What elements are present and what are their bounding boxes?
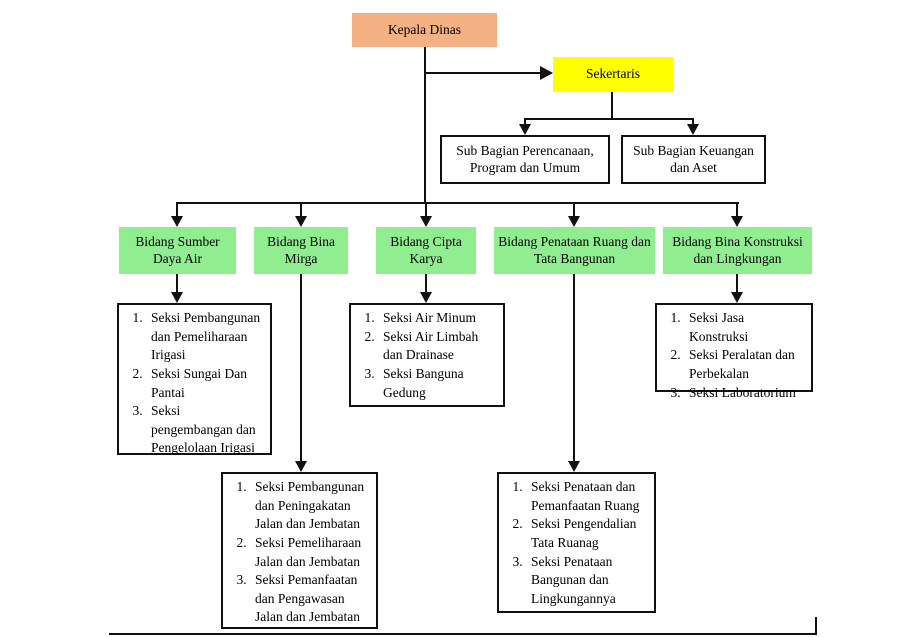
arrowhead-seksi-bk-icon (731, 292, 743, 303)
list-item: Seksi Peralatan dan Perbekalan (684, 346, 805, 383)
connector-seksi-pr (573, 274, 575, 461)
connector-seksi-bm (300, 274, 302, 461)
arrowhead-seksi-pr-icon (568, 461, 580, 472)
list-item: Seksi Pembangunan dan Pemeliharaan Iriga… (146, 309, 264, 365)
bottom-border-tick (815, 617, 817, 634)
arrowhead-seksi-sda-icon (171, 292, 183, 303)
listbox-seksi-penataan-ruang: Seksi Penataan dan Pemanfaatan Ruang Sek… (497, 472, 656, 613)
connector-seksi-sda (176, 274, 178, 293)
connector-sub2-stub (692, 118, 694, 126)
listbox-seksi-bina-mirga: Seksi Pembangunan dan Peningakatan Jalan… (221, 472, 378, 629)
connector-bidang1-stub (176, 202, 178, 217)
node-sekertaris: Sekertaris (553, 57, 673, 92)
listbox-seksi-sumber-daya-air: Seksi Pembangunan dan Pemeliharaan Iriga… (117, 303, 272, 455)
list-item: Seksi Sungai Dan Pantai (146, 365, 264, 402)
connector-to-sekertaris (424, 72, 542, 74)
connector-bidang-horizontal (176, 202, 739, 204)
connector-bidang2-stub (300, 202, 302, 217)
listbox-seksi-bina-konstruksi: Seksi Jasa Konstruksi Seksi Peralatan da… (655, 303, 813, 400)
node-bidang-bina-konstruksi: Bidang Bina Konstruksi dan Lingkungan (663, 227, 812, 274)
node-sub-bagian-keuangan: Sub Bagian Keuangan dan Aset (621, 135, 766, 184)
bottom-border-line (109, 633, 817, 635)
arrowhead-bidang3-icon (420, 216, 432, 227)
arrowhead-bidang2-icon (295, 216, 307, 227)
list-item: Seksi Banguna Gedung (378, 365, 497, 402)
list-item: Seksi Air Limbah dan Drainase (378, 328, 497, 365)
connector-sekertaris-down (611, 92, 613, 119)
list-item: Seksi Penataan Bangunan dan Lingkunganny… (526, 553, 648, 609)
connector-seksi-bk (736, 274, 738, 293)
connector-sub1-stub (524, 118, 526, 126)
arrowhead-seksi-bm-icon (295, 461, 307, 472)
connector-bidang5-stub (736, 202, 738, 217)
connector-bidang4-stub (573, 202, 575, 217)
connector-seksi-ck (425, 274, 427, 293)
arrowhead-sub2-icon (687, 124, 699, 135)
arrowhead-sub1-icon (519, 124, 531, 135)
list-item: Seksi Jasa Konstruksi (684, 309, 805, 346)
arrowhead-sekertaris-icon (540, 66, 553, 80)
arrowhead-bidang4-icon (568, 216, 580, 227)
list-item: Seksi Air Minum (378, 309, 497, 328)
list-item: Seksi Pemeliharaan Jalan dan Jembatan (250, 534, 370, 571)
list-item: Seksi Penataan dan Pemanfaatan Ruang (526, 478, 648, 515)
arrowhead-bidang1-icon (171, 216, 183, 227)
node-bidang-cipta-karya: Bidang Cipta Karya (376, 227, 476, 274)
list-item: Seksi Pembangunan dan Peningakatan Jalan… (250, 478, 370, 534)
list-item: Seksi pengembangan dan Pengelolaan Iriga… (146, 402, 264, 458)
listbox-seksi-cipta-karya: Seksi Air Minum Seksi Air Limbah dan Dra… (349, 303, 505, 407)
node-bidang-bina-mirga: Bidang Bina Mirga (254, 227, 348, 274)
node-sub-bagian-perencanaan: Sub Bagian Perencanaan, Program dan Umum (440, 135, 610, 184)
arrowhead-bidang5-icon (731, 216, 743, 227)
node-kepala-dinas: Kepala Dinas (352, 13, 497, 47)
node-bidang-sumber-daya-air: Bidang Sumber Daya Air (119, 227, 236, 274)
connector-subbagian-horizontal (524, 118, 694, 120)
connector-bidang3-stub (425, 202, 427, 217)
arrowhead-seksi-ck-icon (420, 292, 432, 303)
node-bidang-penataan-ruang: Bidang Penataan Ruang dan Tata Bangunan (494, 227, 655, 274)
list-item: Seksi Pengendalian Tata Ruanag (526, 515, 648, 552)
list-item: Seksi Pemanfaatan dan Pengawasan Jalan d… (250, 571, 370, 627)
connector-root-trunk (424, 47, 426, 203)
list-item: Seksi Laboratorium (684, 384, 805, 403)
